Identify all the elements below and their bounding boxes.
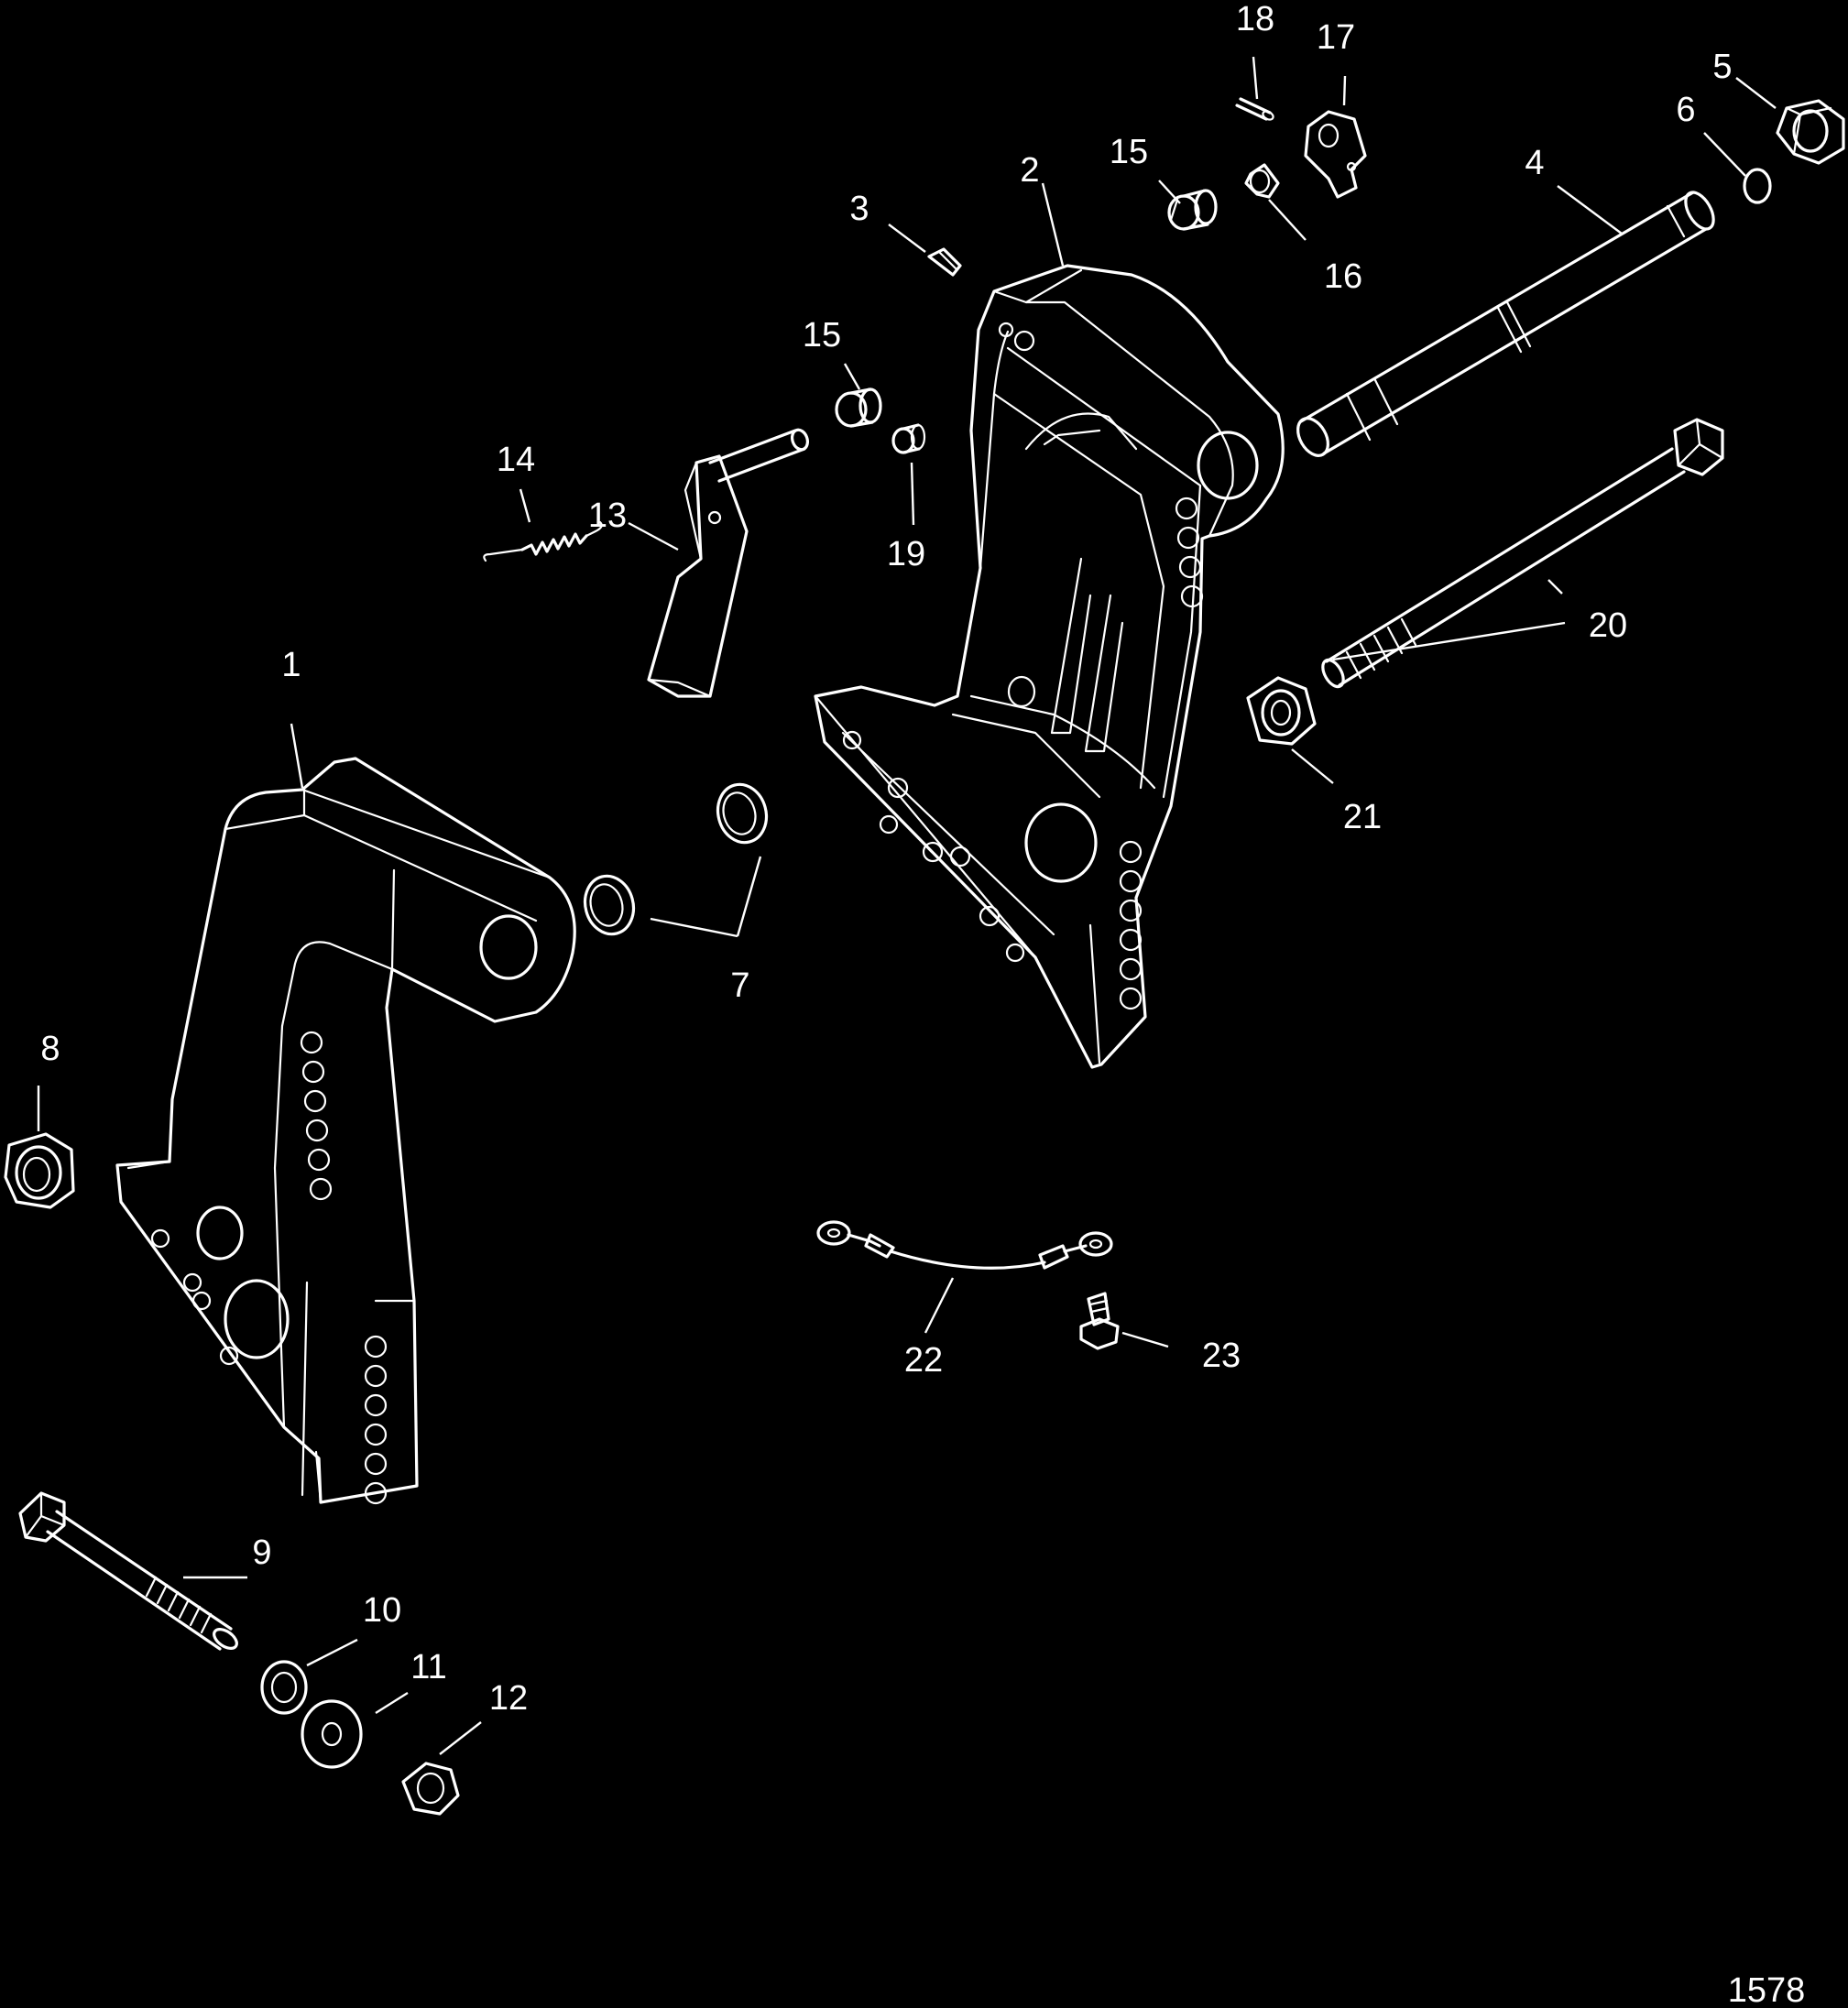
part-17-lever bbox=[1304, 110, 1367, 199]
callout-15-upper: 15 bbox=[1110, 133, 1148, 171]
part-1-clamp-bracket bbox=[115, 757, 576, 1505]
callout-16: 16 bbox=[1324, 257, 1362, 296]
part-19-dowel bbox=[891, 423, 926, 454]
part-20-long-bolt bbox=[1321, 418, 1724, 689]
part-5-nut bbox=[1776, 99, 1845, 165]
callout-12: 12 bbox=[489, 1679, 528, 1718]
callout-20: 20 bbox=[1589, 606, 1627, 645]
callout-14: 14 bbox=[497, 441, 535, 479]
part-12-locknut bbox=[401, 1762, 460, 1816]
part-3-grease-fitting bbox=[927, 247, 962, 277]
part-11-flat-washer bbox=[301, 1699, 363, 1769]
callout-11: 11 bbox=[410, 1648, 446, 1686]
part-2-clamp-bracket bbox=[814, 264, 1285, 1069]
callout-3: 3 bbox=[849, 190, 869, 228]
callout-2: 2 bbox=[1020, 151, 1039, 190]
callout-labels: 1 2 3 4 5 6 7 8 9 10 11 12 13 14 15 15 1… bbox=[40, 0, 1805, 2008]
callout-19: 19 bbox=[887, 535, 925, 573]
callout-15-lower: 15 bbox=[803, 316, 841, 355]
callout-1: 1 bbox=[281, 646, 301, 684]
part-14-spring bbox=[483, 520, 603, 562]
callout-9: 9 bbox=[252, 1533, 271, 1572]
callout-17: 17 bbox=[1317, 18, 1355, 57]
part-15-bushing-upper bbox=[1167, 189, 1218, 231]
callout-13: 13 bbox=[588, 497, 627, 535]
part-9-bolt bbox=[18, 1491, 238, 1651]
callout-21: 21 bbox=[1343, 798, 1382, 836]
part-21-locknut bbox=[1246, 676, 1317, 746]
part-16-bushing bbox=[1244, 163, 1280, 199]
part-22-ground-strap bbox=[816, 1220, 1113, 1270]
callout-7: 7 bbox=[730, 966, 749, 1005]
part-23-screw bbox=[1079, 1292, 1120, 1350]
callout-8: 8 bbox=[40, 1030, 60, 1068]
callout-4: 4 bbox=[1525, 144, 1544, 182]
callout-5: 5 bbox=[1712, 48, 1732, 86]
callout-6: 6 bbox=[1676, 91, 1695, 129]
callout-10: 10 bbox=[363, 1591, 401, 1630]
figure-id: 1578 bbox=[1728, 1971, 1806, 2008]
callout-18: 18 bbox=[1236, 0, 1274, 38]
part-6-washer bbox=[1743, 168, 1772, 204]
part-10-washer bbox=[260, 1660, 308, 1715]
part-15-bushing-lower bbox=[835, 387, 882, 428]
part-13-tilt-lever bbox=[647, 428, 810, 698]
callout-22: 22 bbox=[904, 1341, 943, 1380]
part-8-nut bbox=[4, 1132, 75, 1209]
part-18-pin bbox=[1235, 97, 1274, 121]
part-7-washers bbox=[583, 782, 769, 936]
part-4-tilt-tube bbox=[1296, 191, 1715, 457]
callout-23: 23 bbox=[1202, 1337, 1241, 1375]
leader-lines bbox=[37, 56, 1777, 1755]
